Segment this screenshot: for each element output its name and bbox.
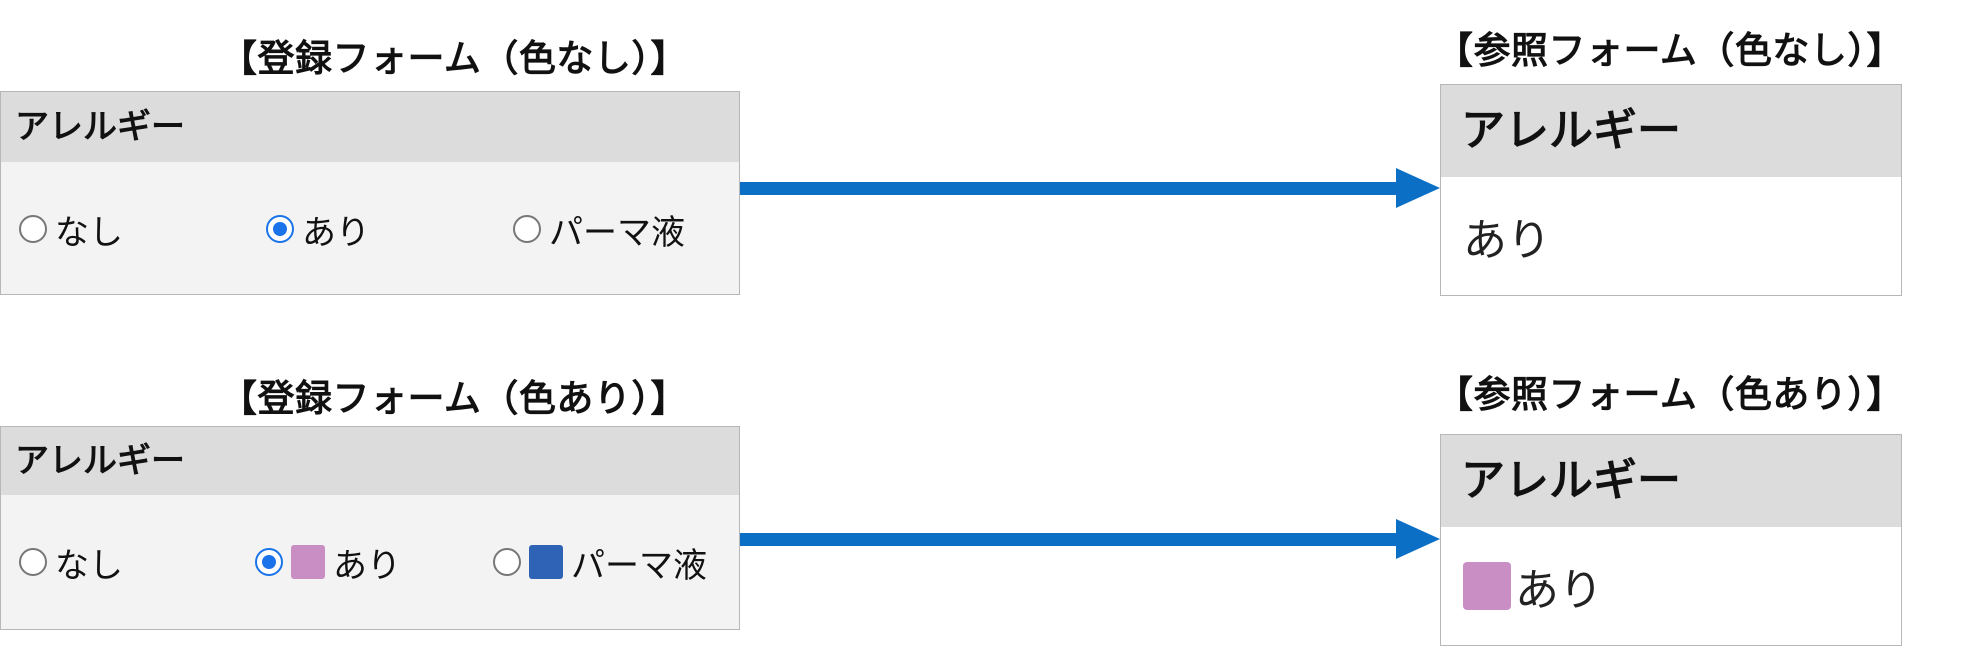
allergy-value-text: あり — [1515, 565, 1603, 616]
allergy-header: アレルギー — [1441, 435, 1901, 527]
option-label: パーマ液 — [549, 212, 685, 253]
option-none[interactable]: なし — [19, 495, 123, 629]
registration-form-with-color: アレルギー なし あり パーマ液 — [0, 426, 740, 630]
allergy-options: なし あり パーマ液 — [1, 495, 739, 629]
pink-color-swatch — [1463, 562, 1511, 610]
option-none[interactable]: なし — [19, 162, 123, 296]
option-label: なし — [55, 545, 123, 586]
radio-button[interactable] — [19, 215, 47, 243]
allergy-value-text: あり — [1463, 215, 1551, 266]
allergy-value: あり — [1441, 177, 1901, 295]
radio-button-selected[interactable] — [266, 215, 294, 243]
radio-button[interactable] — [513, 215, 541, 243]
option-yes[interactable]: あり — [266, 162, 370, 296]
option-perm-solution[interactable]: パーマ液 — [493, 495, 707, 629]
option-label: あり — [333, 545, 401, 586]
allergy-header: アレルギー — [1, 92, 739, 162]
reference-form-with-color: アレルギー あり — [1440, 434, 1902, 646]
reference-form-title-no-color: 【参照フォーム（色なし）】 — [1436, 29, 1904, 72]
option-label: あり — [302, 212, 370, 253]
radio-button-selected[interactable] — [255, 548, 283, 576]
reference-form-no-color: アレルギー あり — [1440, 84, 1902, 296]
arrow-right-icon — [740, 168, 1440, 208]
allergy-header: アレルギー — [1, 427, 739, 495]
allergy-options: なし あり パーマ液 — [1, 162, 739, 296]
registration-form-title-no-color: 【登録フォーム（色なし）】 — [220, 37, 688, 80]
registration-form-no-color: アレルギー なし あり パーマ液 — [0, 91, 740, 295]
option-perm-solution[interactable]: パーマ液 — [513, 162, 685, 296]
blue-color-swatch — [529, 545, 563, 579]
option-label: パーマ液 — [571, 545, 707, 586]
allergy-header: アレルギー — [1441, 85, 1901, 177]
allergy-value: あり — [1441, 527, 1901, 645]
option-label: なし — [55, 212, 123, 253]
radio-button[interactable] — [19, 548, 47, 576]
registration-form-title-with-color: 【登録フォーム（色あり）】 — [220, 377, 688, 420]
reference-form-title-with-color: 【参照フォーム（色あり）】 — [1436, 373, 1904, 416]
radio-button[interactable] — [493, 548, 521, 576]
pink-color-swatch — [291, 545, 325, 579]
arrow-right-icon — [740, 519, 1440, 559]
option-yes[interactable]: あり — [255, 495, 401, 629]
